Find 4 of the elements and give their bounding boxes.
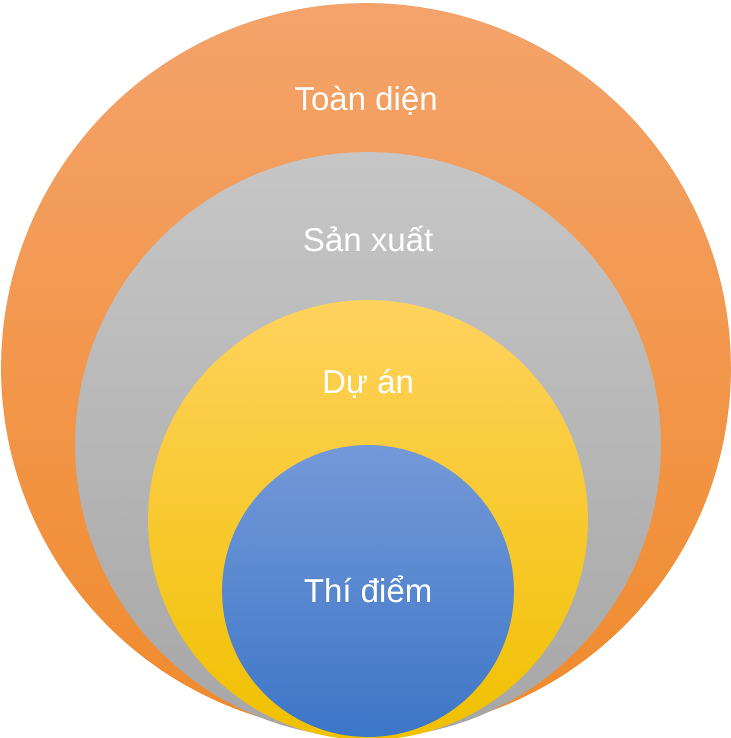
circle-label: Thí điểm (304, 571, 432, 611)
circle-label: Sản xuất (302, 220, 434, 260)
circle-label: Dự án (322, 362, 414, 402)
circle-label: Toàn diện (294, 79, 438, 119)
